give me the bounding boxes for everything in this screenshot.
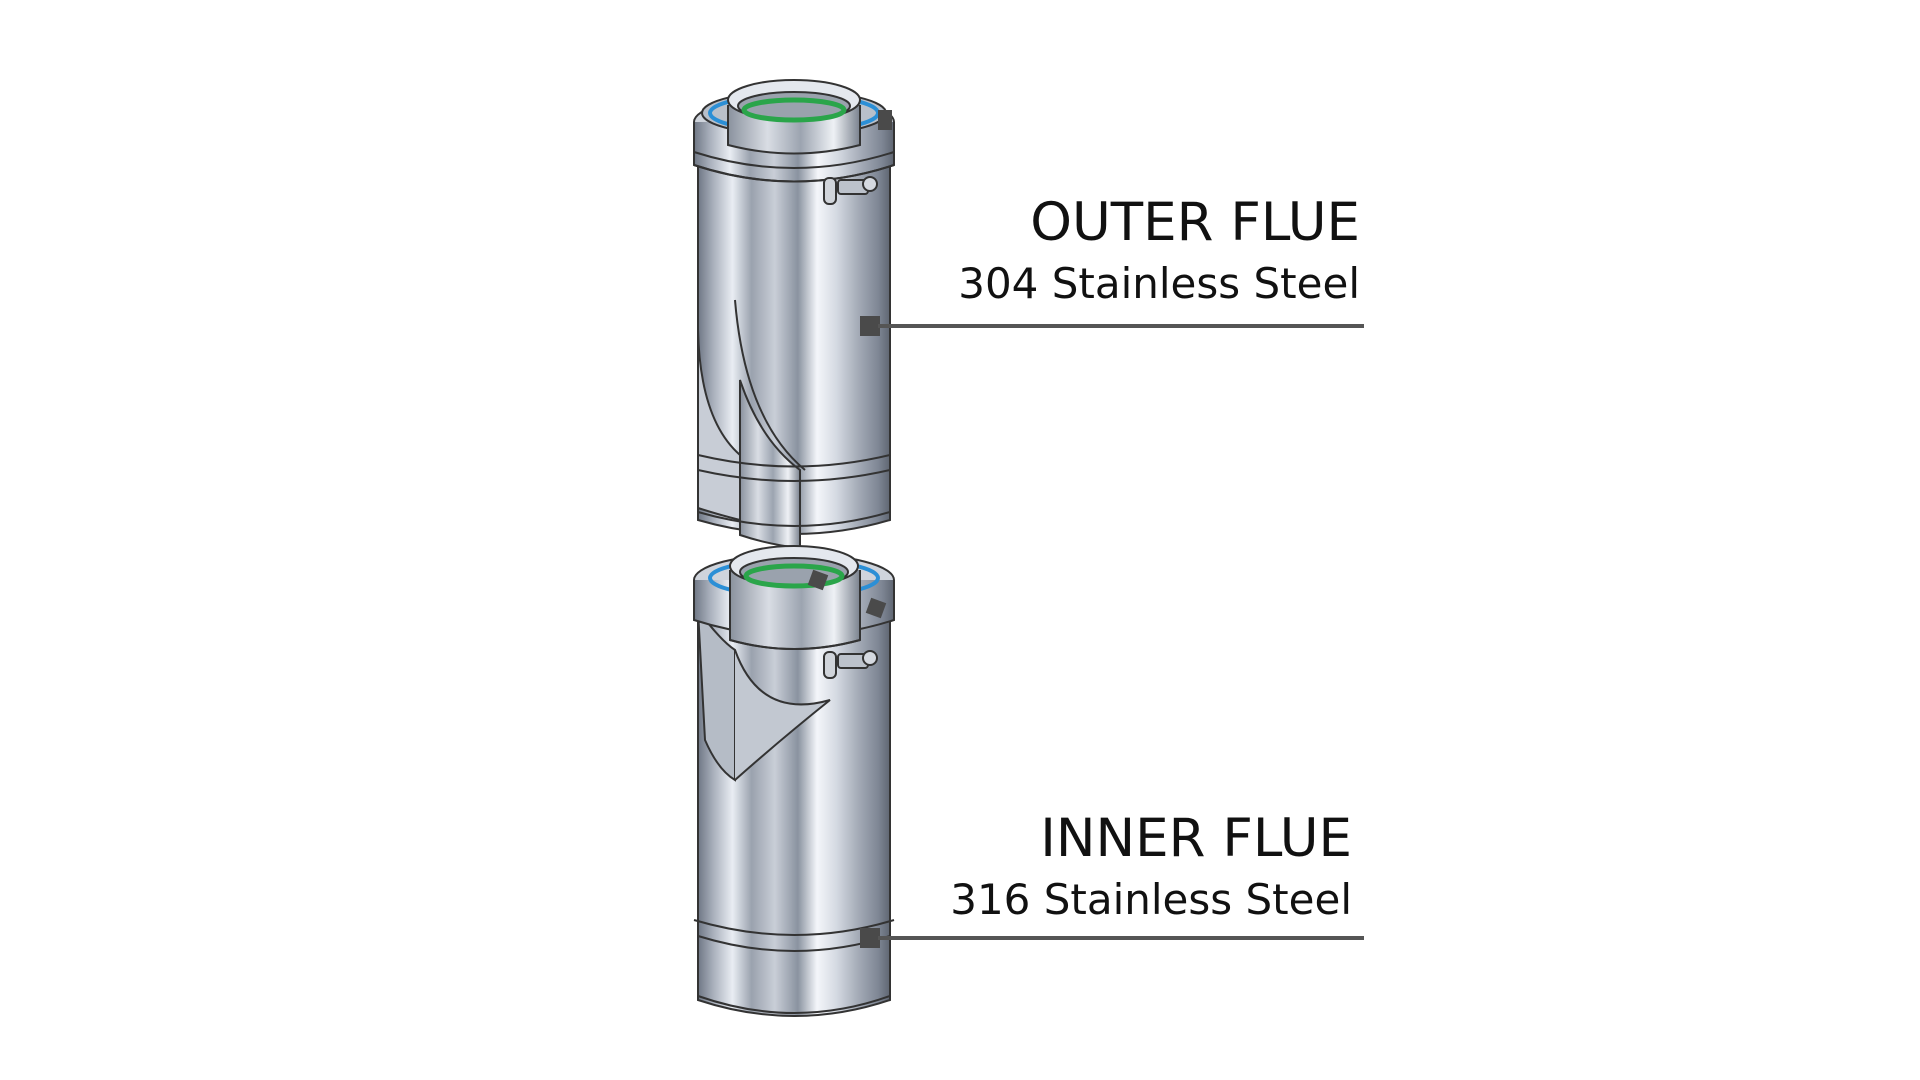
outer-flue-marker [860,316,880,336]
outer-flue-label: OUTER FLUE 304 Stainless Steel [958,196,1360,305]
inner-flue-leader-line [878,936,1364,940]
outer-flue-material: 304 Stainless Steel [958,259,1360,308]
outer-flue-leader-line [878,324,1364,328]
outer-flue-title: OUTER FLUE [1030,192,1360,253]
inner-flue-title: INNER FLUE [1040,808,1352,869]
inner-flue-material: 316 Stainless Steel [950,875,1352,924]
inner-flue-pipe [693,545,895,1017]
inner-flue-label: INNER FLUE 316 Stainless Steel [950,812,1352,921]
outer-flue-pipe [693,79,895,550]
inner-flue-marker [860,928,880,948]
